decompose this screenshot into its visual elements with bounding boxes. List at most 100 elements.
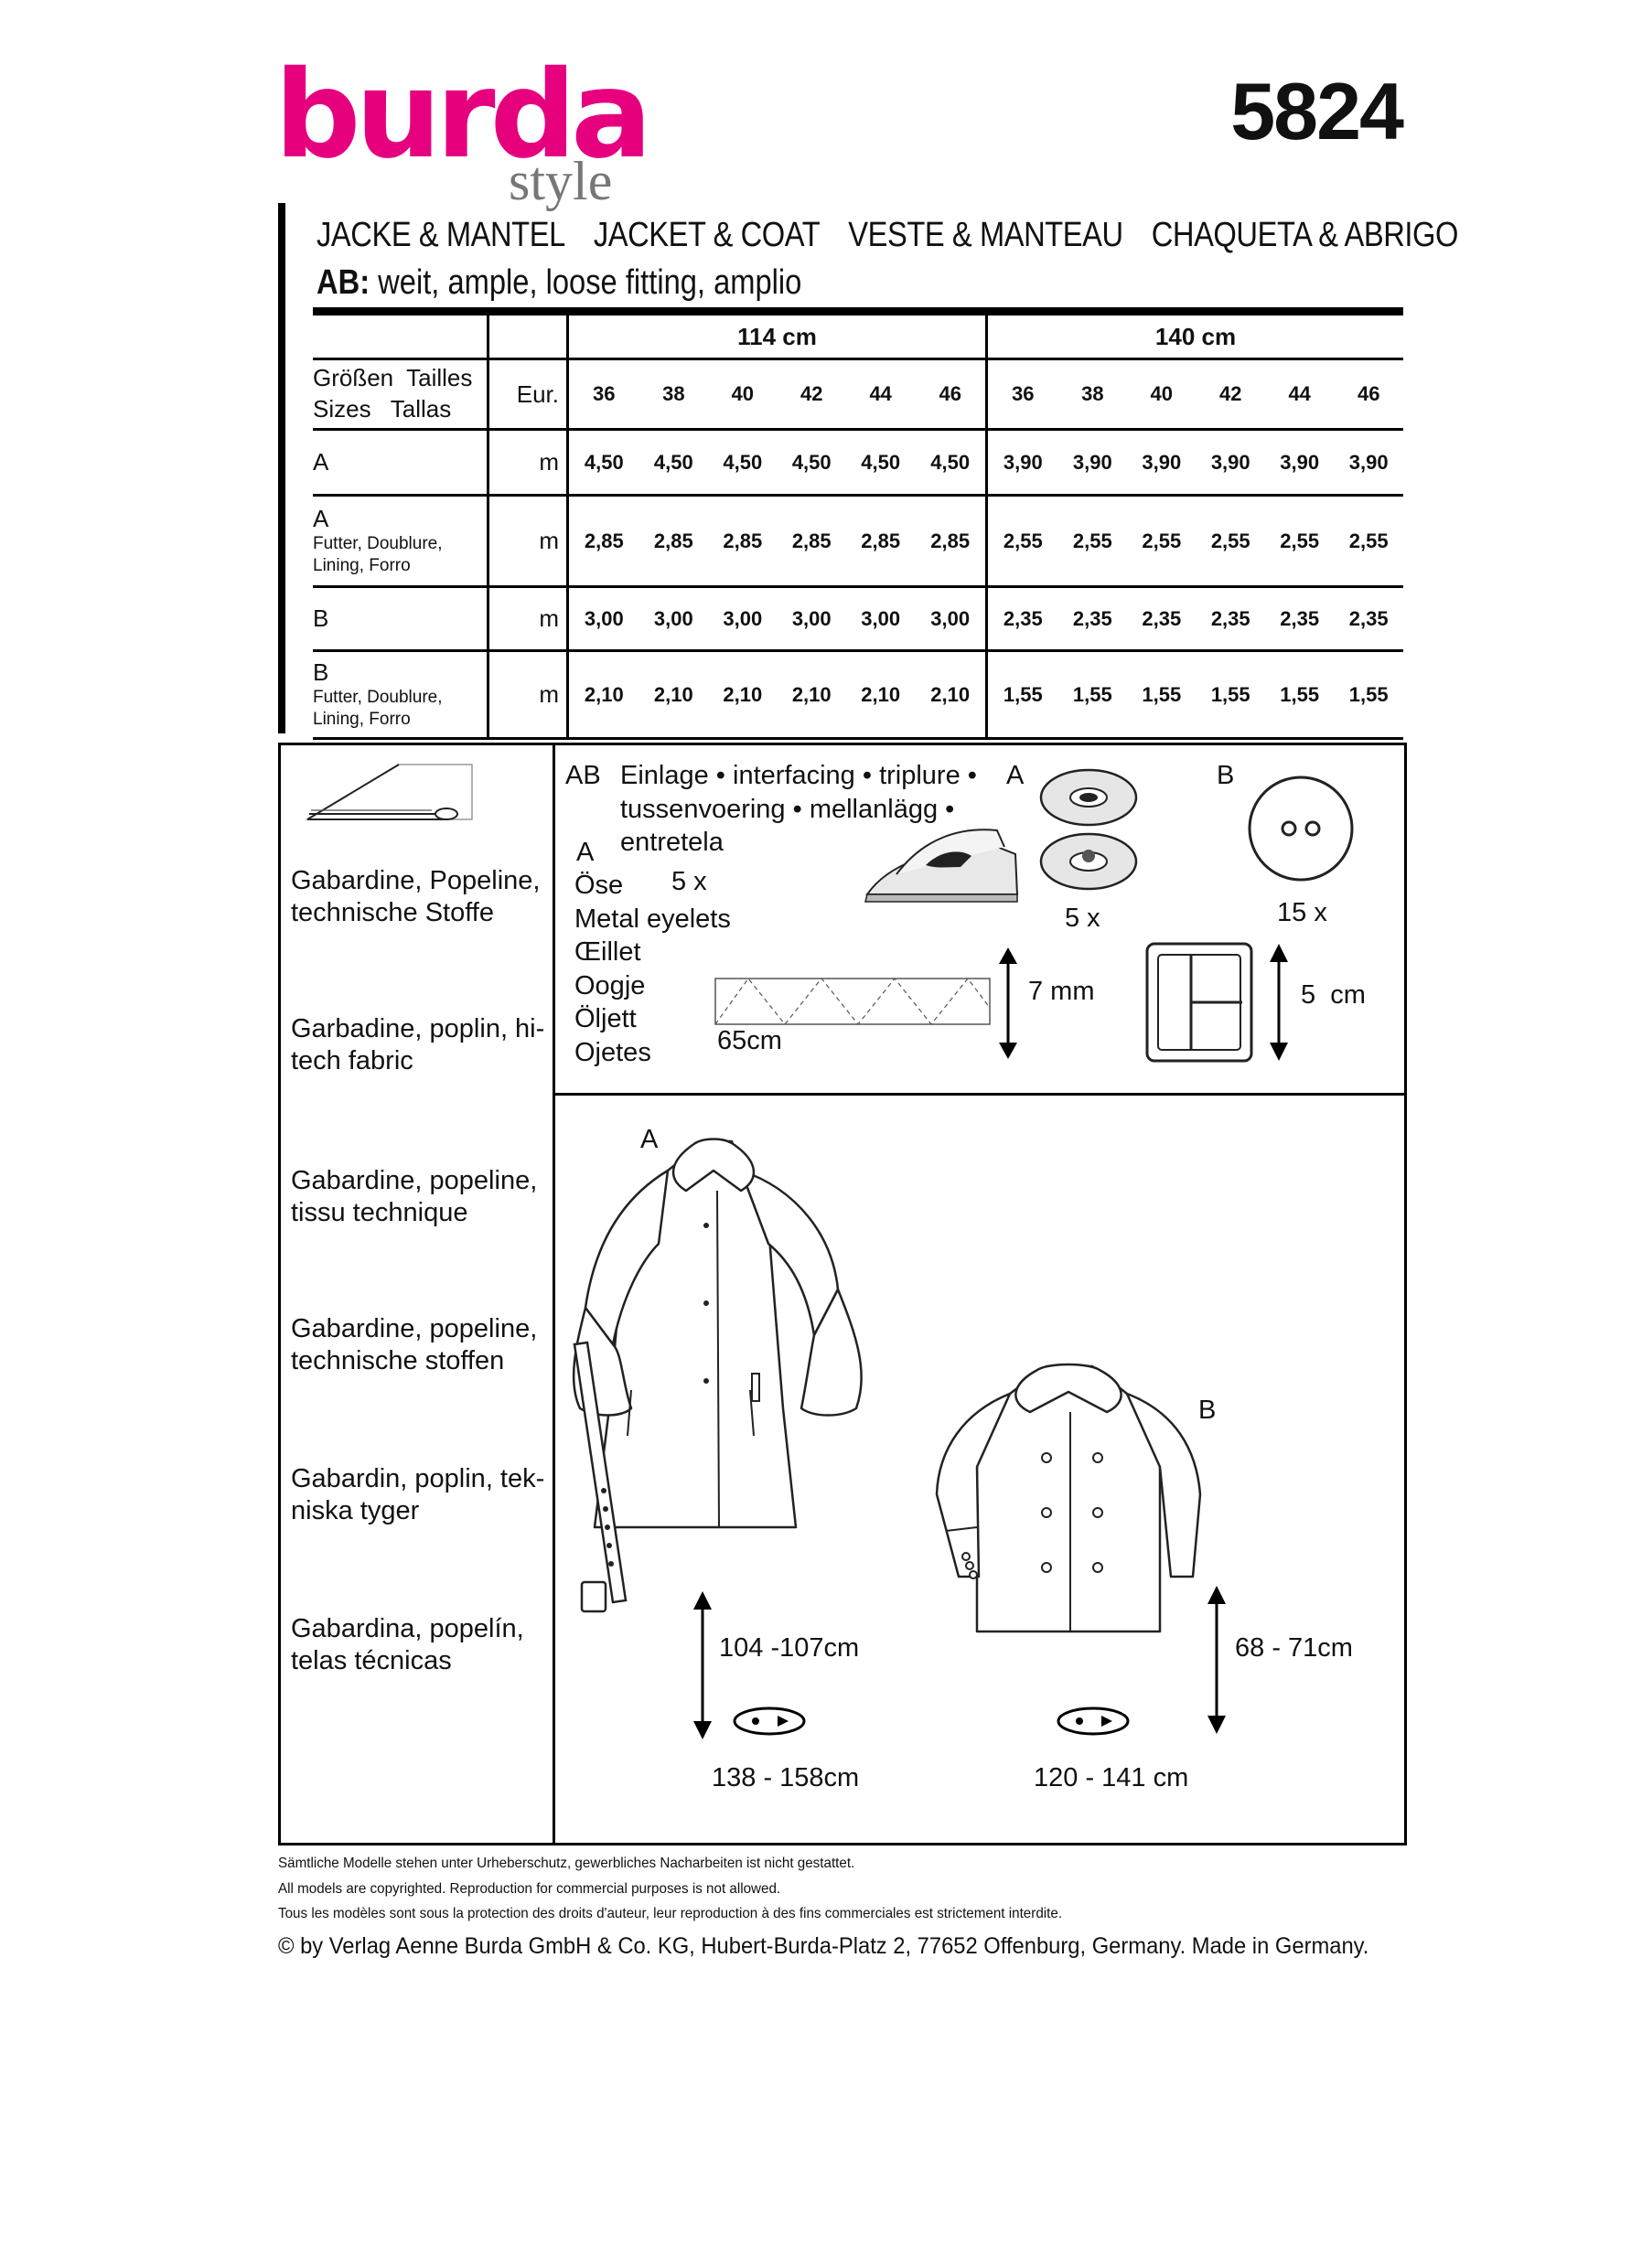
interfacing-line: Einlage • interfacing • triplure • [620, 761, 977, 790]
yardage-cell: 3,90 [1057, 429, 1128, 497]
row-label: A [313, 429, 488, 497]
button-b-label: B [1217, 761, 1235, 790]
width-114: 114 cm [567, 307, 987, 360]
size-cell: 36 [567, 358, 639, 431]
yardage-cell: 2,85 [845, 495, 916, 588]
title-fr: VESTE & MANTEAU [848, 216, 1123, 254]
supplies-divider [553, 1093, 1404, 1096]
copyright-notice: Sämtliche Modelle stehen unter Urhebersc… [278, 1851, 1062, 1927]
row-label-view: B [313, 604, 329, 632]
row-label-view: A [313, 448, 329, 476]
burda-logo-style: style [509, 151, 613, 211]
fabric-line: Garbadine, poplin, hi- [291, 1014, 545, 1043]
yardage-cell: 3,00 [845, 586, 916, 652]
fabric-item: Gabardine, popeline,tissu technique [291, 1165, 556, 1229]
yardage-cell: 2,35 [1334, 586, 1403, 652]
eyelet-name: Oogje [574, 970, 646, 1000]
snap-fastener-icon [1039, 768, 1138, 891]
yardage-cell: 2,10 [567, 650, 639, 740]
fit-description: AB: weit, ample, loose fitting, amplio [317, 265, 801, 300]
notice-fr: Tous les modèles sont sous la protection… [278, 1906, 1063, 1922]
yardage-cell: 2,35 [1264, 586, 1335, 652]
snap-a-label: A [1006, 761, 1025, 790]
width-loop-a-icon [733, 1706, 806, 1736]
row-unit: m [487, 650, 569, 740]
size-cell: 40 [708, 358, 778, 431]
eur-label: Eur. [487, 358, 569, 431]
yardage-cell: 2,35 [1127, 586, 1197, 652]
model-a-label: A [640, 1125, 659, 1154]
yardage-cell: 2,10 [639, 650, 709, 740]
yardage-cell: 1,55 [1264, 650, 1335, 740]
eyelet-name: Öljett [574, 1004, 637, 1034]
fabric-line: technische stoffen [291, 1345, 505, 1375]
eyelet-name: Ojetes [574, 1037, 651, 1067]
yardage-cell: 2,85 [915, 495, 987, 588]
eyelet-name: Œillet [574, 937, 641, 968]
yardage-cell: 2,55 [1196, 495, 1265, 588]
model-b-jacket-drawing [935, 1363, 1202, 1633]
yardage-cell: 3,90 [984, 429, 1058, 497]
yardage-cell: 1,55 [984, 650, 1058, 740]
fabric-line: Gabardine, popeline, [291, 1166, 538, 1195]
length-arrow-a-icon [693, 1591, 712, 1739]
model-b-label: B [1198, 1396, 1217, 1425]
yardage-cell: 4,50 [708, 429, 778, 497]
row-label-lining: Futter, Doublure, Lining, Forro [313, 688, 443, 729]
yardage-cell: 3,90 [1334, 429, 1403, 497]
tape-length: 65cm [717, 1026, 782, 1055]
eyelet-name: Öse [574, 871, 624, 900]
eyelet-a-label: A [576, 838, 595, 867]
yardage-cell: 3,90 [1264, 429, 1335, 497]
title-en: JACKET & COAT [593, 216, 821, 254]
fabric-roll-icon [305, 764, 473, 820]
fit-prefix: AB: [317, 263, 370, 302]
button-count: 15 x [1277, 898, 1327, 927]
size-label-line1: Größen Tailles [313, 364, 473, 392]
snap-count: 5 x [1065, 904, 1100, 933]
row-unit: m [487, 495, 569, 588]
burda-logo: burda [274, 45, 652, 186]
yardage-table: 114 cm 140 cm Größen Tailles Sizes Talla… [313, 307, 1403, 740]
yardage-cell: 2,55 [1334, 495, 1403, 588]
interfacing-line: tussenvoering • mellanlägg • [620, 794, 955, 824]
yardage-cell: 4,50 [845, 429, 916, 497]
table-header-widths: 114 cm 140 cm [313, 307, 1403, 360]
fabric-line: tech fabric [291, 1045, 413, 1075]
notice-en: All models are copyrighted. Reproduction… [278, 1880, 781, 1897]
size-label: Größen Tailles Sizes Tallas [313, 358, 488, 431]
fabric-item: Gabardine, Popeline,technische Stoffe [291, 865, 556, 929]
yardage-cell: 4,50 [777, 429, 846, 497]
model-a-width: 138 - 158cm [712, 1763, 860, 1792]
yardage-cell: 3,00 [708, 586, 778, 652]
yardage-cell: 4,50 [639, 429, 709, 497]
yardage-cell: 2,10 [708, 650, 778, 740]
tape-width: 7 mm [1028, 977, 1095, 1006]
button-icon [1248, 776, 1354, 882]
yardage-cell: 4,50 [915, 429, 987, 497]
size-cell: 46 [1334, 358, 1403, 431]
notions-divider [553, 743, 555, 1843]
fabric-line: technische Stoffe [291, 897, 494, 927]
supplies-ab-label: AB [565, 761, 601, 790]
fabric-item: Garbadine, poplin, hi-tech fabric [291, 1013, 556, 1077]
fabric-line: Gabardine, popeline, [291, 1314, 538, 1343]
interfacing-tape-icon [714, 947, 1017, 1059]
title-es: CHAQUETA & ABRIGO [1151, 216, 1459, 254]
model-a-length: 104 -107cm [719, 1633, 860, 1663]
fabric-line: niska tyger [291, 1495, 420, 1525]
yardage-cell: 2,55 [1127, 495, 1197, 588]
notions-box [278, 743, 1407, 1845]
yardage-cell: 2,85 [708, 495, 778, 588]
yardage-cell: 2,10 [777, 650, 846, 740]
yardage-cell: 2,85 [567, 495, 639, 588]
yardage-cell: 2,10 [845, 650, 916, 740]
interfacing-text: Einlage • interfacing • triplure • tusse… [620, 759, 977, 860]
left-bar [278, 203, 285, 733]
yardage-cell: 2,35 [984, 586, 1058, 652]
